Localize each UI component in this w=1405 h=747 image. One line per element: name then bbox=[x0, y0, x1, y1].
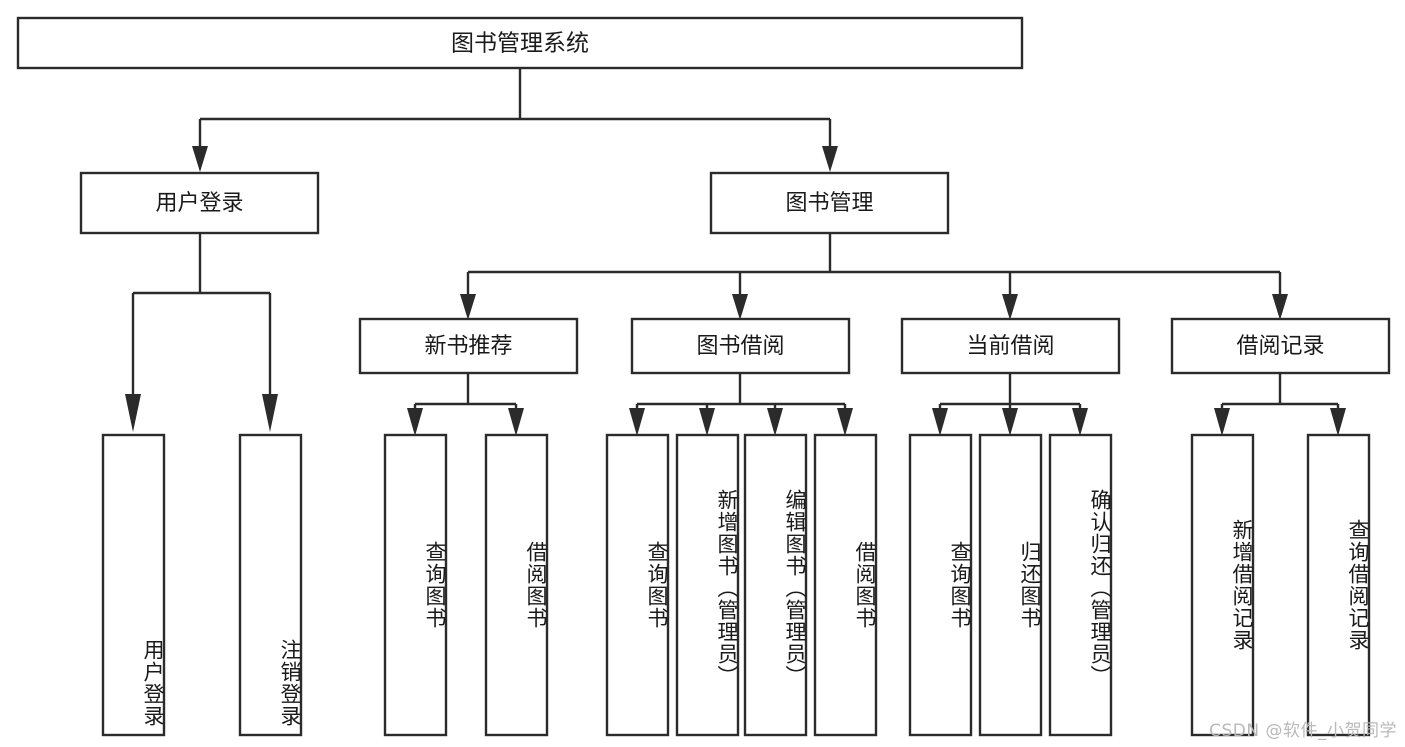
arrowhead-cb-query-book bbox=[932, 408, 948, 436]
node-box-leaf-br-add-record[interactable] bbox=[1190, 433, 1255, 737]
connector-group-new-book-recommend bbox=[407, 373, 524, 436]
connector-group-book-borrow bbox=[629, 373, 853, 436]
arrowhead-cb-return-book bbox=[1002, 408, 1018, 436]
node-label-current-borrow: 当前借阅 bbox=[966, 334, 1054, 359]
node-box-leaf-cb-return-book[interactable] bbox=[978, 433, 1043, 737]
node-box-user-login[interactable] bbox=[79, 171, 320, 235]
arrowhead-bb-edit-book bbox=[767, 408, 783, 436]
arrowhead-leaf-user-login bbox=[125, 394, 141, 432]
node-box-root[interactable] bbox=[16, 16, 1024, 70]
arrowhead-br-query-record bbox=[1330, 408, 1346, 436]
node-box-borrow-record[interactable] bbox=[1170, 317, 1391, 375]
arrowhead-bb-add-book bbox=[699, 408, 715, 436]
arrowhead-br-add-record bbox=[1214, 408, 1230, 436]
node-box-new-book-recommend[interactable] bbox=[358, 317, 579, 375]
csdn-watermark: CSDN @软件_小贺同学 bbox=[1209, 721, 1397, 741]
node-box-current-borrow[interactable] bbox=[900, 317, 1121, 375]
arrowhead-user-login bbox=[192, 146, 208, 172]
node-label-book-borrow: 图书借阅 bbox=[696, 334, 784, 359]
node-box-leaf-user-login[interactable] bbox=[101, 433, 166, 737]
arrowhead-book-manage bbox=[822, 146, 838, 172]
connector-group-current-borrow bbox=[932, 373, 1088, 436]
connector-group-book-manage bbox=[460, 233, 1288, 320]
node-box-leaf-cb-confirm-return[interactable] bbox=[1048, 433, 1113, 737]
node-box-leaf-cb-query-book[interactable] bbox=[908, 433, 973, 737]
node-box-book-manage[interactable] bbox=[709, 171, 950, 235]
node-box-leaf-nbr-borrow-book[interactable] bbox=[484, 433, 549, 737]
arrowhead-book-borrow bbox=[732, 294, 748, 320]
node-box-leaf-nbr-query-book[interactable] bbox=[383, 433, 448, 737]
connector-group-borrow-record bbox=[1214, 373, 1346, 436]
arrowhead-new-book-recommend bbox=[460, 294, 476, 320]
node-label-root: 图书管理系统 bbox=[451, 31, 589, 57]
arrowhead-bb-query-book bbox=[629, 408, 645, 436]
arrowhead-current-borrow bbox=[1002, 294, 1018, 320]
node-box-leaf-bb-borrow-book[interactable] bbox=[813, 433, 878, 737]
node-box-leaf-bb-query-book[interactable] bbox=[605, 433, 670, 737]
node-box-leaf-bb-edit-book[interactable] bbox=[743, 433, 808, 737]
arrowhead-leaf-logout bbox=[262, 394, 278, 432]
node-label-borrow-record: 借阅记录 bbox=[1236, 334, 1324, 359]
arrowhead-borrow-record bbox=[1272, 294, 1288, 320]
node-box-book-borrow[interactable] bbox=[630, 317, 851, 375]
node-box-leaf-br-query-record[interactable] bbox=[1306, 433, 1371, 737]
arrowhead-cb-confirm-return bbox=[1072, 408, 1088, 436]
node-box-leaf-bb-add-book[interactable] bbox=[675, 433, 740, 737]
arrowhead-bb-borrow-book bbox=[837, 408, 853, 436]
node-label-book-manage: 图书管理 bbox=[785, 191, 873, 216]
connector-group-user-login bbox=[125, 233, 278, 432]
node-label-user-login: 用户登录 bbox=[155, 191, 243, 216]
connector-group-root bbox=[192, 68, 838, 172]
node-label-new-book-recommend: 新书推荐 bbox=[424, 334, 512, 359]
arrowhead-nbr-query-book bbox=[407, 408, 423, 436]
arrowhead-nbr-borrow-book bbox=[508, 408, 524, 436]
node-box-leaf-logout[interactable] bbox=[238, 433, 303, 737]
